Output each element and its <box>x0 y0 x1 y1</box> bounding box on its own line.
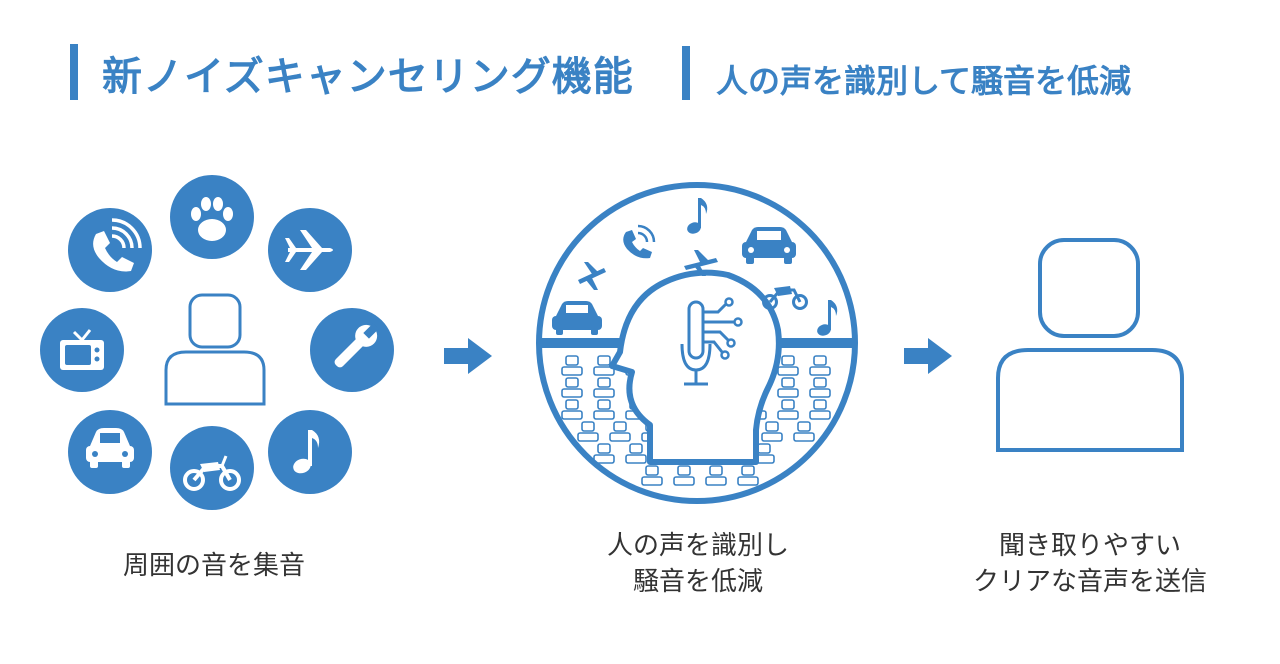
airplane-icon <box>684 250 718 276</box>
voice-recognition-circle <box>536 182 858 504</box>
caption-line: 騒音を低減 <box>632 567 763 597</box>
car-icon <box>742 227 796 264</box>
phone-icon <box>623 224 656 259</box>
listener-person-icon <box>996 238 1184 452</box>
caption-line: 人の声を識別し <box>606 531 789 561</box>
motorcycle-icon <box>762 286 808 310</box>
caption-send-clear-audio: 聞き取りやすい クリアな音声を送信 <box>950 528 1230 600</box>
surrounding-sounds-group <box>40 175 394 510</box>
title-bar-divider <box>682 46 690 100</box>
car-icon <box>68 410 152 494</box>
music-note-icon <box>687 198 708 234</box>
page-title: 新ノイズキャンセリング機能 <box>102 54 634 100</box>
caption-collect-sound: 周囲の音を集音 <box>122 551 305 581</box>
tv-icon <box>40 308 124 392</box>
phone-icon <box>68 208 152 292</box>
motorcycle-icon <box>170 426 254 510</box>
arrow-right-icon <box>904 338 952 374</box>
car-icon <box>552 301 602 335</box>
airplane-icon <box>578 262 606 290</box>
caption-identify-voice: 人の声を識別し 騒音を低減 <box>580 528 816 600</box>
arrow-right-icon <box>444 338 492 374</box>
microphone-icon <box>680 300 734 386</box>
music-note-icon <box>817 300 838 336</box>
music-note-icon <box>268 410 352 494</box>
airplane-icon <box>268 208 352 292</box>
title-bar-left <box>70 44 78 100</box>
page-subtitle: 人の声を識別して騒音を低減 <box>716 62 1132 100</box>
caption-line: 聞き取りやすい <box>998 531 1181 561</box>
wrench-icon <box>310 308 394 392</box>
paw-icon <box>170 175 254 259</box>
caption-line: クリアな音声を送信 <box>972 567 1207 597</box>
person-icon <box>164 293 266 406</box>
